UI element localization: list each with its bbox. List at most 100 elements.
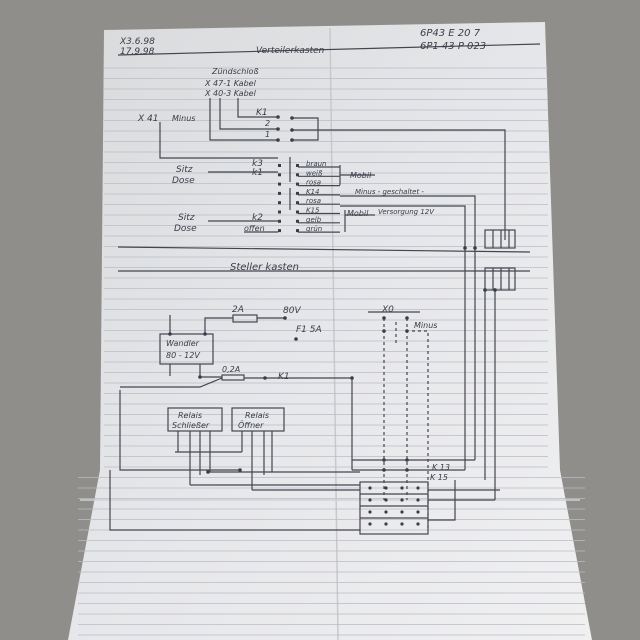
- wire-color-label: weiß: [306, 169, 323, 177]
- terminal-pin: [278, 173, 281, 177]
- terminal-pin: [278, 229, 281, 233]
- relais-oeffner-box: [231, 407, 285, 432]
- terminal-strip-pin: [368, 498, 372, 502]
- label-x47: X 47-1 Kabel: [204, 79, 257, 88]
- label-wandler-1: Wandler: [166, 339, 200, 348]
- wire-color-label: grün: [306, 225, 322, 233]
- label-80v: 80V: [283, 306, 301, 316]
- connection-dot: [382, 458, 386, 462]
- terminal-pin: [278, 219, 281, 223]
- label-relais-1a: Relais: [178, 411, 202, 420]
- wire-color-label: K14: [306, 188, 320, 196]
- section-divider-1: [117, 246, 531, 253]
- terminal-strip-pin: [400, 522, 404, 526]
- terminal-strip-pin: [400, 510, 404, 514]
- code-2: 6P1 43 P 023: [420, 41, 486, 52]
- terminal-strip-pin: [384, 486, 388, 490]
- label-wandler-2: 80 - 12V: [166, 351, 200, 360]
- terminal-strip-pin: [416, 522, 420, 526]
- label-sitz-1: Sitz: [176, 165, 193, 175]
- terminal-pin: [296, 191, 299, 195]
- wire-80v: [204, 317, 285, 334]
- connection-dot: [290, 116, 294, 120]
- label-x41: X 41: [137, 114, 158, 124]
- connection-dot: [290, 128, 294, 132]
- terminal-pin: [278, 182, 281, 186]
- wire-color-label: rosa: [306, 179, 321, 187]
- terminal-block-top-divs: [492, 230, 510, 248]
- terminal-strip-pin: [400, 498, 404, 502]
- label-dose-1: Dose: [172, 176, 195, 186]
- terminal-strip-pin: [416, 510, 420, 514]
- terminal-pin: [278, 201, 281, 205]
- date-2: 17.9.98: [120, 47, 155, 57]
- connection-dot: [382, 316, 386, 320]
- date-1: X3.6.98: [119, 37, 155, 47]
- terminal-pin: [278, 210, 281, 214]
- connection-dots: [168, 115, 497, 526]
- terminal-pin: [296, 164, 299, 167]
- connection-dot: [493, 288, 497, 292]
- terminal-pin: [278, 191, 281, 195]
- label-fuse-02a: 0,2A: [222, 365, 240, 374]
- connection-dot: [168, 332, 172, 336]
- wire-color-label: K15: [306, 207, 320, 215]
- label-k1-bottom: K1: [278, 372, 290, 382]
- label-minus-top: Minus: [172, 114, 195, 123]
- label-zuendschloss: Zündschloß: [211, 67, 259, 76]
- label-k1-sitz: k1: [252, 168, 263, 178]
- connection-dot: [206, 470, 210, 474]
- connection-dot: [350, 376, 354, 380]
- wire-color-label: rosa: [306, 197, 321, 205]
- section-title-steller: Steller kasten: [230, 262, 299, 273]
- terminal-block-bottom: [484, 267, 516, 291]
- mobil-wires: [339, 165, 476, 248]
- terminal-pin: [296, 210, 299, 214]
- terminal-strip-pin: [384, 510, 388, 514]
- terminal-pin: [296, 201, 299, 205]
- connection-dot: [382, 329, 386, 333]
- connection-dot: [405, 468, 409, 472]
- label-k2: k2: [252, 213, 263, 223]
- vertical-feeds: [464, 248, 510, 500]
- label-k3: k3: [252, 159, 263, 169]
- wire-color-label: braun: [306, 160, 326, 168]
- label-f1: F1 5A: [296, 325, 322, 335]
- label-pin1: 1: [265, 130, 270, 139]
- connection-dot: [473, 246, 477, 250]
- label-k1-top: K1: [256, 108, 268, 118]
- terminal-strip-pin: [368, 486, 372, 490]
- label-mobil-1: Mobil: [350, 171, 372, 180]
- connection-dot: [405, 316, 409, 320]
- connection-dot: [276, 127, 280, 131]
- terminal-pin: [296, 219, 299, 223]
- ignition-wires: [159, 98, 278, 159]
- terminal-strip-pin: [368, 510, 372, 514]
- connection-dot: [276, 115, 280, 119]
- label-relais-1b: Schließer: [172, 421, 210, 430]
- label-offen: offen: [244, 224, 265, 233]
- connection-dot: [198, 375, 202, 379]
- label-x40: X 40-3 Kabel: [204, 89, 257, 98]
- wandler-wires: [119, 315, 240, 471]
- terminal-strip-pin: [368, 522, 372, 526]
- terminal-strip-pin: [384, 498, 388, 502]
- connection-dot: [263, 376, 267, 380]
- relais-schliesser-box: [167, 407, 223, 432]
- connection-dot: [203, 332, 207, 336]
- terminal-strip-pin: [400, 486, 404, 490]
- connection-dot: [405, 329, 409, 333]
- ruled-lines: [78, 67, 585, 636]
- connection-dot: [405, 458, 409, 462]
- label-fuse-2a: 2A: [232, 305, 244, 315]
- terminal-strip-pin: [416, 498, 420, 502]
- terminal-pin: [278, 164, 281, 167]
- terminal-strip: [359, 481, 429, 535]
- label-minus-geschaltet: Minus - geschaltet -: [355, 188, 424, 196]
- label-dose-2: Dose: [174, 224, 197, 234]
- label-mobil-2: Mobil: [347, 209, 369, 218]
- terminal-strip-pin: [416, 486, 420, 490]
- ignition-bridge: [292, 117, 506, 240]
- connection-dot: [238, 468, 242, 472]
